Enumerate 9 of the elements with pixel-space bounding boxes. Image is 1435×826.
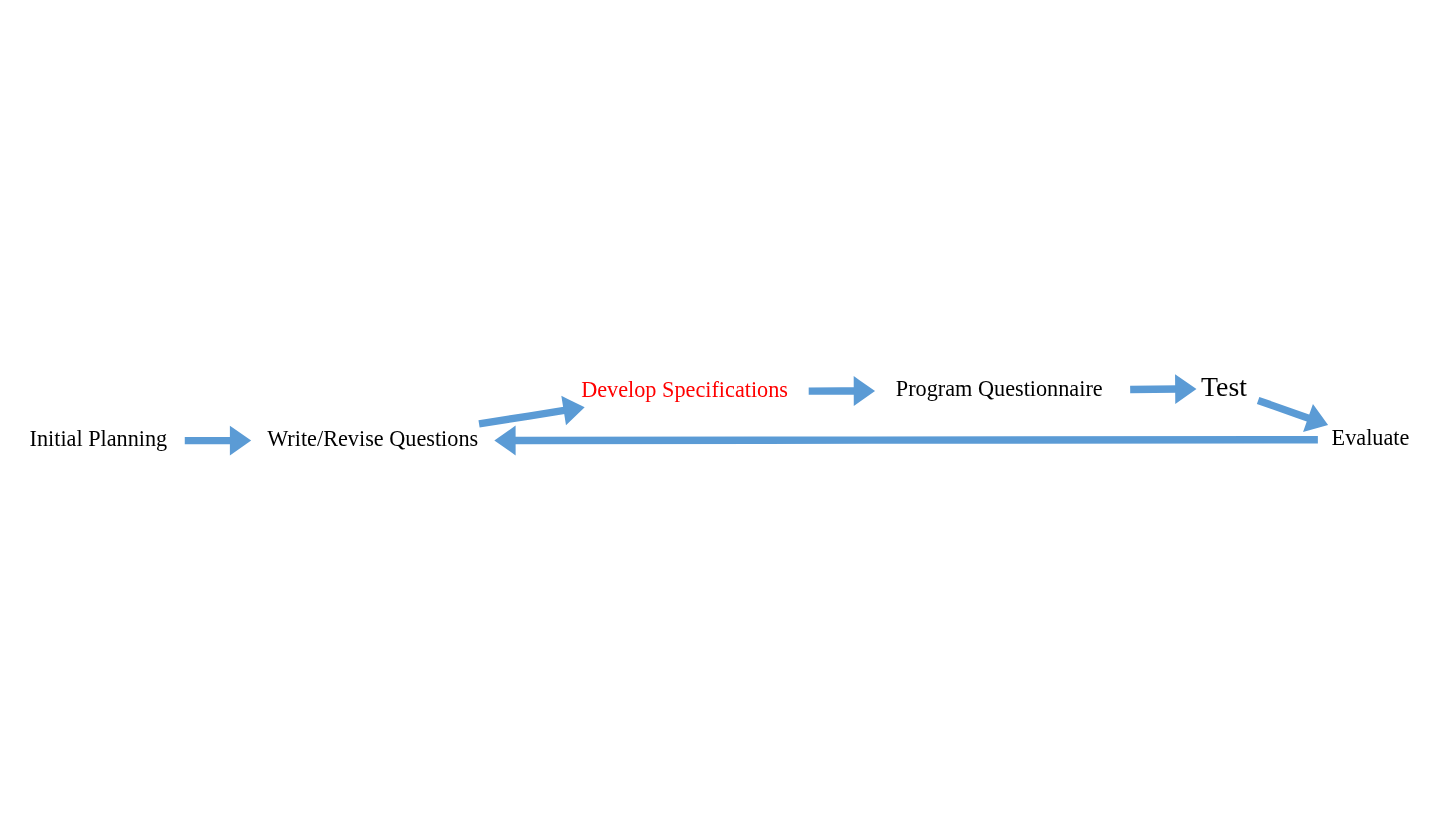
node-text: Test [1201, 370, 1247, 402]
arrow [1256, 396, 1329, 432]
node-text: Develop Specifications [581, 376, 789, 402]
node-text: Initial Planning [29, 425, 168, 451]
node-text: Program Questionnaire [895, 375, 1103, 401]
node-text: Write/Revise Questions [267, 425, 479, 451]
arrow [478, 395, 585, 428]
node-text: Evaluate [1331, 424, 1410, 450]
arrow [184, 425, 252, 455]
